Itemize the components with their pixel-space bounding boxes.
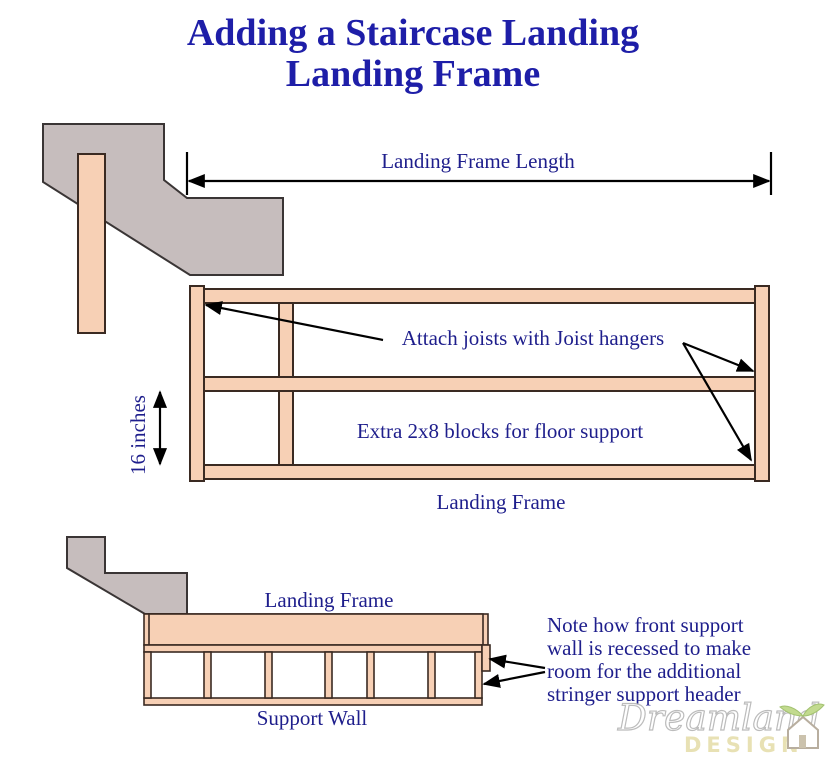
note-line-2: wall is recessed to make [547,636,751,660]
lower-stair-profile [66,536,188,615]
frame-top-joist [189,288,770,304]
note-line-3: room for the additional [547,659,741,683]
support-wall-label: Support Wall [257,706,368,730]
support-wall-stud-1 [143,651,152,699]
support-wall-stud-2 [203,651,212,699]
spacing-dimension: 16 inches [126,390,168,475]
extra-blocks-label: Extra 2x8 blocks for floor support [357,419,644,443]
support-wall-stud-4 [324,651,333,699]
note-line-1: Note how front support [547,613,744,637]
frame-length-label: Landing Frame Length [381,149,575,173]
frame-bottom-joist [202,464,757,480]
landing-frame-label-bottom: Landing Frame [265,588,394,612]
watermark-design-text: DESIGN [684,733,804,757]
stringer-support-header [481,644,491,672]
joist-hanger-callout: Attach joists with Joist hangers Extra 2… [204,301,755,462]
note-callout: Note how front support wall is recessed … [482,613,751,706]
upper-stair-post [77,153,106,334]
spacing-label: 16 inches [126,395,150,475]
support-block-upper [278,302,294,378]
upper-staircase [42,123,284,334]
length-dimension: Landing Frame Length [185,149,773,195]
dreamland-design-watermark: Dreamland DESIGN [616,697,825,757]
support-wall-stud-7 [474,651,483,699]
title-line-2: Landing Frame [286,53,540,95]
support-block-lower [278,390,294,466]
support-wall-stud-5 [366,651,375,699]
joist-hangers-label: Attach joists with Joist hangers [402,326,664,350]
support-wall-bottom-plate [143,697,483,706]
house-leaf-logo-icon [779,703,825,749]
support-wall-top-plate [143,644,483,653]
landing-frame-side-view [143,613,489,646]
landing-frame-label-top: Landing Frame [437,490,566,514]
frame-middle-joist [202,376,757,392]
frame-left-rim [189,285,205,482]
support-wall-stud-6 [427,651,436,699]
watermark-script-text: Dreamland [617,698,820,739]
support-wall-stud-3 [264,651,273,699]
note-line-4: stringer support header [547,682,741,706]
support-wall [143,644,491,706]
landing-frame-front-edge [148,613,484,646]
title-line-1: Adding a Staircase Landing [187,12,639,54]
landing-frame-top-view [189,285,770,482]
lower-staircase [66,536,188,615]
frame-right-rim [754,285,770,482]
